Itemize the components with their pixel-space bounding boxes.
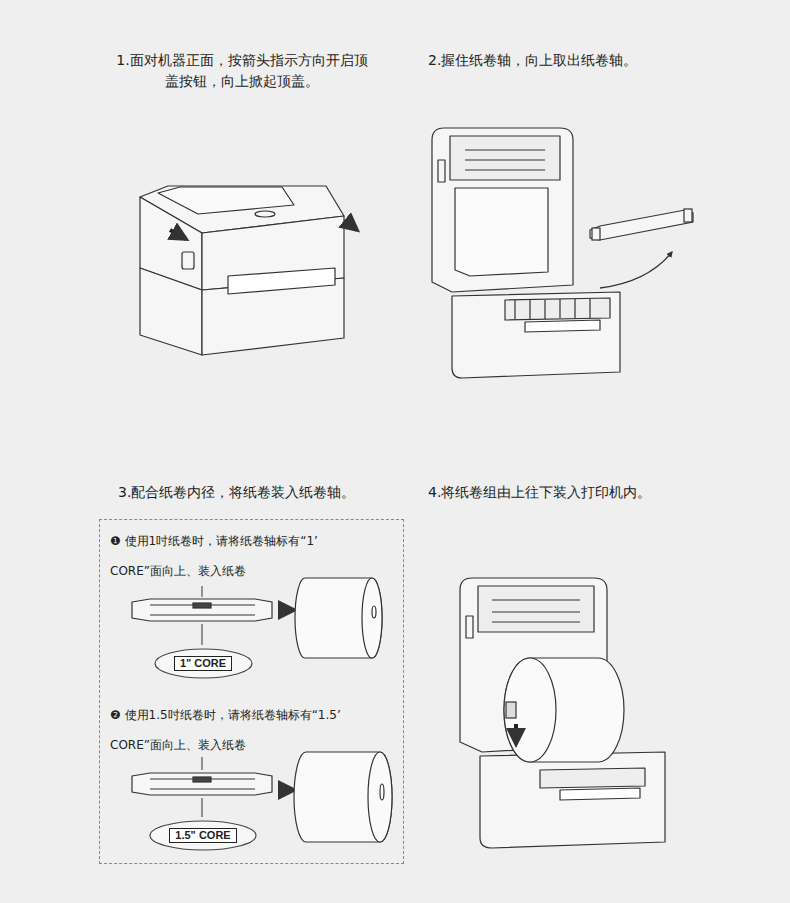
paper-roll bbox=[504, 658, 624, 762]
spindle bbox=[132, 599, 272, 621]
leader-line bbox=[202, 624, 203, 645]
platen bbox=[540, 768, 645, 788]
oval-shape bbox=[155, 649, 252, 678]
spindle bbox=[132, 773, 272, 795]
roll-face bbox=[362, 578, 382, 658]
open-arrow bbox=[170, 230, 186, 239]
lid bbox=[432, 128, 573, 292]
printer-open bbox=[432, 128, 620, 378]
platen-rib bbox=[515, 299, 590, 319]
roll-face bbox=[504, 658, 556, 762]
core-mark bbox=[193, 603, 211, 608]
roll-core bbox=[380, 784, 384, 800]
base-slot bbox=[560, 788, 640, 800]
open-button bbox=[182, 252, 194, 269]
printer-open bbox=[460, 578, 665, 848]
paper-roll bbox=[295, 578, 382, 658]
core-label: 1.5" CORE bbox=[169, 828, 236, 843]
lid-inner bbox=[455, 188, 548, 276]
base-slot bbox=[525, 320, 600, 332]
roll-body bbox=[295, 578, 382, 658]
spindle bbox=[590, 209, 693, 240]
roll-core bbox=[372, 606, 376, 618]
base bbox=[480, 752, 665, 848]
spindle-body bbox=[132, 599, 272, 621]
step-caption: 1.面对机器正面，按箭头指示方向开启顶盖按钮，向上掀起顶盖。 bbox=[112, 50, 372, 92]
core-label: 1" CORE bbox=[174, 656, 232, 671]
lid-rib bbox=[465, 150, 545, 170]
lid-rib bbox=[492, 600, 580, 622]
printer-closed bbox=[140, 186, 344, 355]
lid-top-bar bbox=[450, 136, 560, 180]
spindle-body bbox=[590, 210, 693, 240]
core-oval: 1" CORE bbox=[154, 648, 253, 679]
core-mark bbox=[193, 777, 211, 782]
top-window bbox=[158, 187, 294, 214]
instruction-text: ❶ 使用1吋纸卷时，请将纸卷轴标有“1’ CORE”面向上、装入纸卷 bbox=[110, 526, 355, 586]
leader-line bbox=[202, 798, 203, 817]
remove-arrow bbox=[600, 252, 672, 288]
roll-body bbox=[504, 658, 624, 762]
top-button bbox=[255, 211, 275, 217]
instruction-text: ❷ 使用1.5吋纸卷时，请将纸卷轴标有“1.5’ CORE”面向上、装入纸卷 bbox=[110, 700, 355, 760]
insert-arrow bbox=[278, 608, 294, 612]
insert-arrow bbox=[278, 788, 294, 792]
step-caption: 3.配合纸卷内径，将纸卷装入纸卷轴。 bbox=[118, 482, 418, 503]
core-oval: 1.5" CORE bbox=[149, 820, 257, 851]
platen bbox=[505, 298, 610, 320]
side-latch bbox=[438, 160, 445, 182]
lid-top-bar bbox=[478, 586, 594, 632]
step-caption: 4.将纸卷组由上往下装入打印机内。 bbox=[428, 482, 748, 503]
oval-shape bbox=[150, 821, 256, 850]
spindle-end bbox=[592, 228, 600, 240]
paper-slot bbox=[228, 268, 335, 294]
roll-face bbox=[368, 752, 392, 842]
spindle-end bbox=[684, 209, 692, 222]
instruction-panel: ❶ 使用1吋纸卷时，请将纸卷轴标有“1’ CORE”面向上、装入纸卷 ❷ 使用1.… bbox=[99, 519, 404, 864]
down-arrow bbox=[514, 724, 518, 744]
side-latch bbox=[466, 616, 473, 638]
open-arrow bbox=[346, 221, 357, 230]
leader-line bbox=[202, 757, 203, 770]
printer-side-lower bbox=[140, 268, 202, 355]
leader-line bbox=[202, 586, 203, 597]
roll-body bbox=[294, 752, 392, 842]
base bbox=[452, 292, 620, 378]
spindle-end bbox=[506, 702, 516, 718]
paper-roll bbox=[294, 752, 392, 842]
step-caption: 2.握住纸卷轴，向上取出纸卷轴。 bbox=[428, 50, 748, 71]
spindle-body bbox=[132, 773, 272, 795]
